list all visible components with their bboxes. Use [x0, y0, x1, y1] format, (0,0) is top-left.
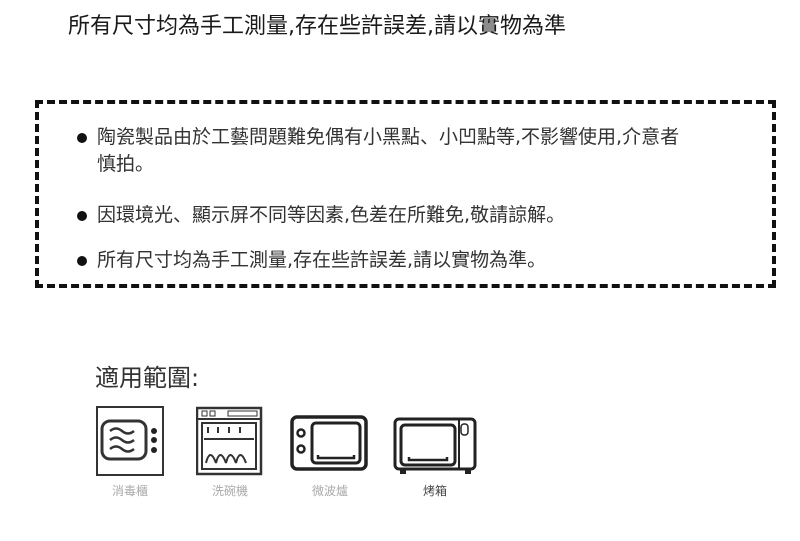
scope-label: 烤箱	[422, 484, 447, 498]
bullet-icon	[77, 211, 87, 221]
microwave-icon	[290, 415, 368, 471]
bullet-icon	[77, 133, 87, 143]
notice-box: 陶瓷製品由於工藝問題難免偶有小黑點、小凹點等,不影響使用,介意者慎拍。 因環境光…	[35, 100, 776, 288]
notice-item: 所有尺寸均為手工測量,存在些許誤差,請以實物為準。	[77, 247, 777, 274]
notice-text: 所有尺寸均為手工測量,存在些許誤差,請以實物為準。	[97, 249, 547, 271]
notice-item: 陶瓷製品由於工藝問題難免偶有小黑點、小凹點等,不影響使用,介意者慎拍。	[77, 124, 697, 178]
sterilizer-icon	[96, 406, 164, 476]
bullet-icon	[77, 256, 87, 266]
notice-text: 因環境光、顯示屏不同等因素,色差在所難免,敬請諒解。	[97, 204, 566, 226]
oven-icon	[393, 417, 477, 474]
scope-label: 洗碗機	[211, 484, 248, 498]
scope-label: 微波爐	[311, 484, 348, 498]
dishwasher-icon	[196, 406, 263, 476]
scope-title: 適用範圍:	[95, 364, 200, 392]
notice-text: 陶瓷製品由於工藝問題難免偶有小黑點、小凹點等,不影響使用,介意者慎拍。	[97, 126, 680, 175]
notice-item: 因環境光、顯示屏不同等因素,色差在所難免,敬請諒解。	[77, 202, 697, 229]
header-note: 所有尺寸均為手工測量,存在些許誤差,請以實物為準	[68, 14, 566, 39]
scope-label: 消毒櫃	[111, 484, 148, 498]
